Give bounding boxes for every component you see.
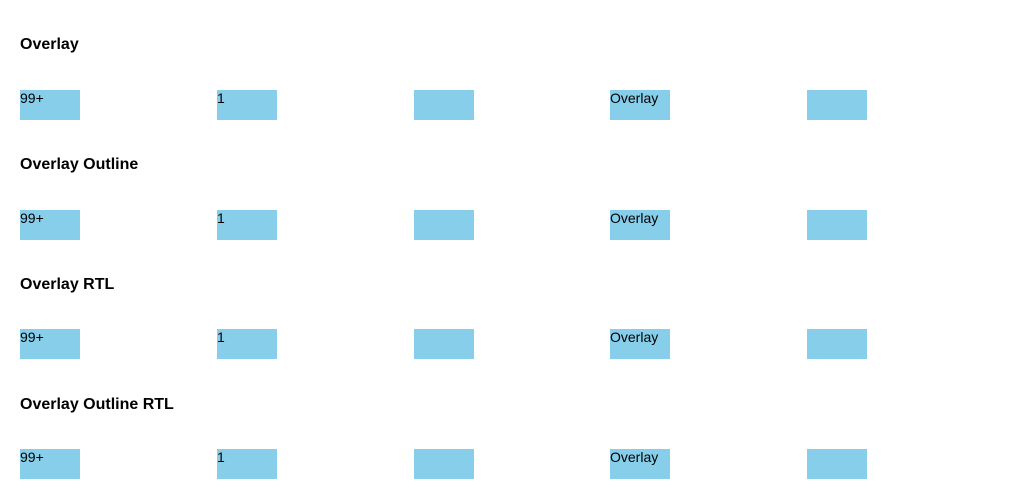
section-title-overlay-outline: Overlay Outline	[20, 156, 139, 173]
section-title-overlay-rtl: Overlay RTL	[20, 276, 115, 293]
badge-box: Overlay	[610, 329, 670, 359]
badge-box: 99+	[20, 90, 80, 120]
badge-box: Overlay	[610, 449, 670, 479]
badge-label: 1	[217, 449, 225, 465]
badge-box	[807, 210, 867, 240]
badge-label: 1	[217, 329, 225, 345]
badge-box	[414, 210, 474, 240]
badge-label: Overlay	[610, 90, 659, 106]
badge-label: 99+	[20, 90, 44, 106]
badge-box	[807, 329, 867, 359]
badge-box: 99+	[20, 210, 80, 240]
badge-box	[807, 449, 867, 479]
badge-box: Overlay	[610, 210, 670, 240]
badge-label: Overlay	[610, 329, 659, 345]
section-title-overlay: Overlay	[20, 36, 79, 53]
badge-label: 99+	[20, 210, 44, 226]
badge-box	[414, 90, 474, 120]
badge-box: 1	[217, 449, 277, 479]
badge-label: 1	[217, 210, 225, 226]
badge-box	[414, 449, 474, 479]
section-title-overlay-outline-rtl: Overlay Outline RTL	[20, 396, 174, 413]
badge-box	[414, 329, 474, 359]
badge-label: 99+	[20, 449, 44, 465]
badge-label: Overlay	[610, 210, 659, 226]
badge-box: Overlay	[610, 90, 670, 120]
badge-box	[807, 90, 867, 120]
badge-box: 1	[217, 210, 277, 240]
badge-box: 99+	[20, 449, 80, 479]
badge-label: Overlay	[610, 449, 659, 465]
badge-box: 99+	[20, 329, 80, 359]
badge-label: 99+	[20, 329, 44, 345]
badge-box: 1	[217, 90, 277, 120]
badge-label: 1	[217, 90, 225, 106]
badge-box: 1	[217, 329, 277, 359]
